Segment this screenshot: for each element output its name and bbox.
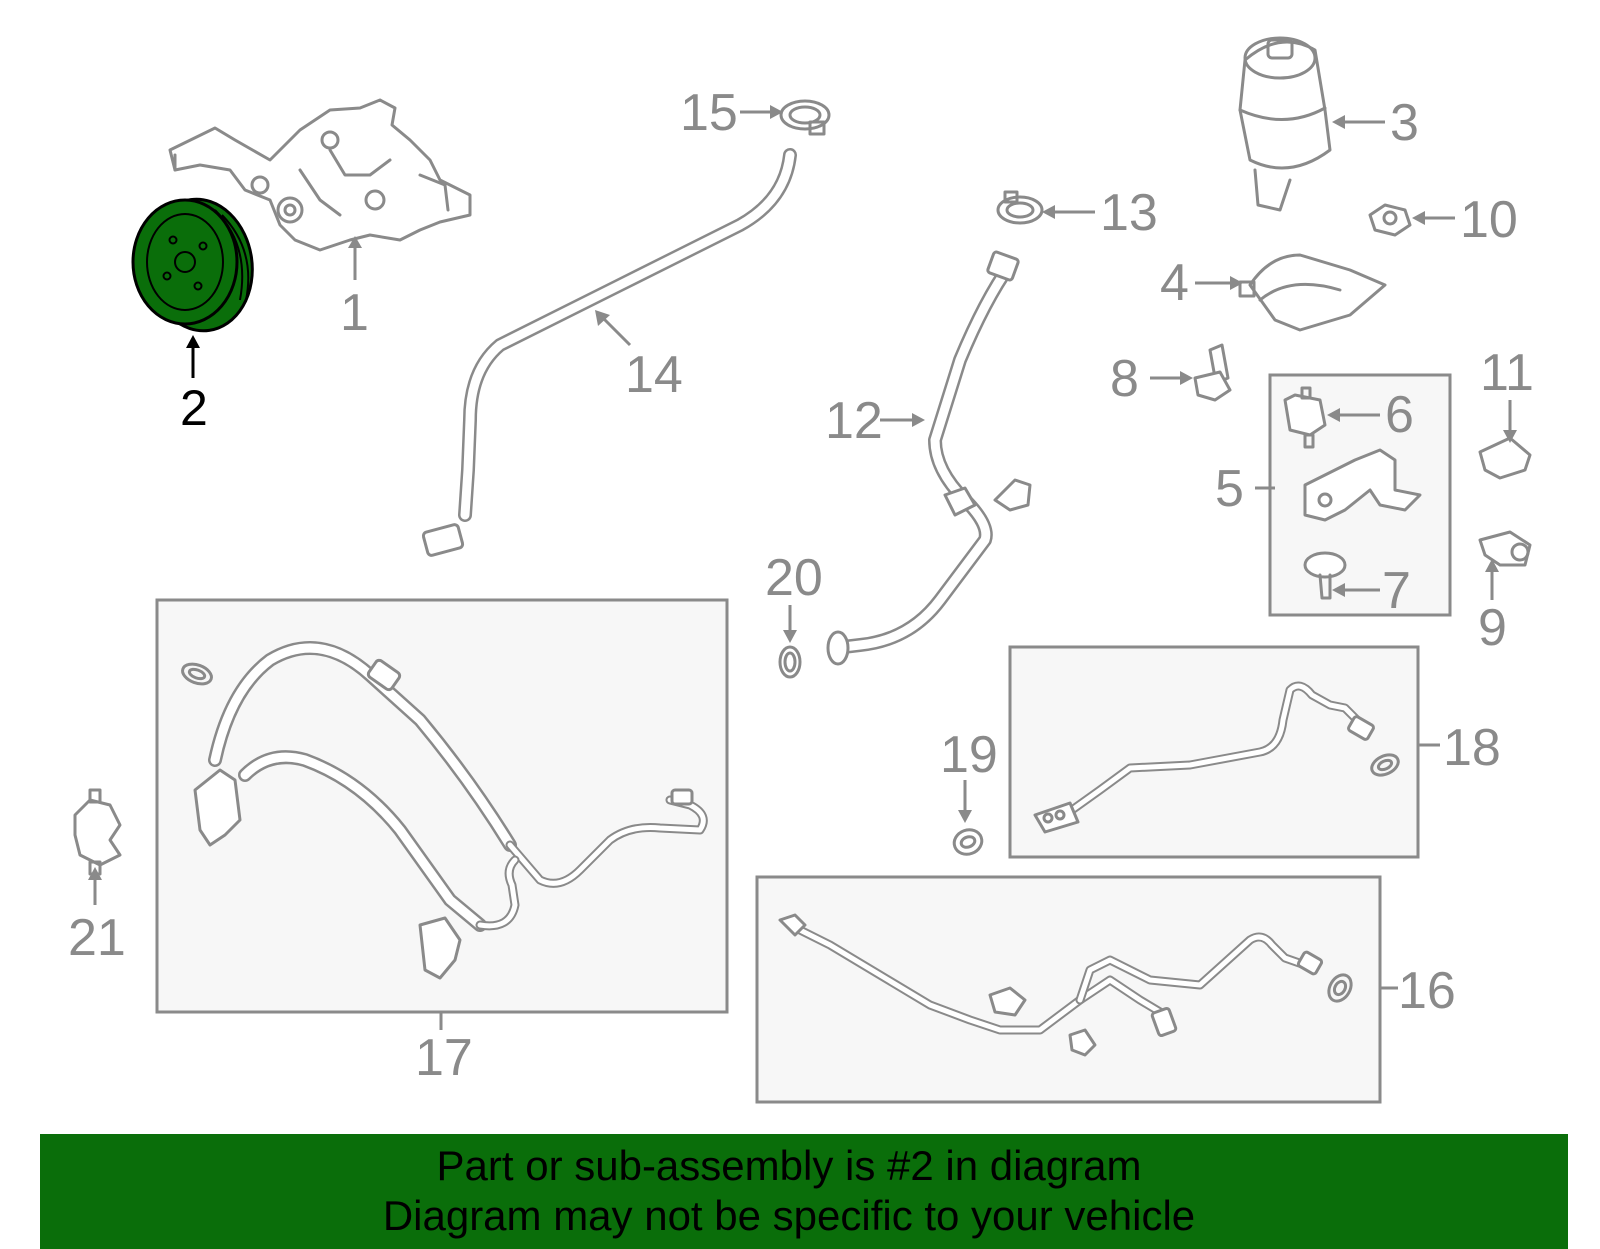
callout-12: 12 [825, 392, 883, 450]
part-2-pulley[interactable] [131, 192, 261, 337]
part-8-bolt[interactable] [1193, 343, 1232, 402]
part-17-hose-assembly[interactable] [180, 641, 708, 980]
arrowhead-9 [1485, 559, 1499, 572]
arrowhead-15 [770, 105, 783, 119]
part-15-clamp[interactable] [779, 99, 831, 136]
arrowhead-14 [595, 310, 610, 326]
part-11-clip[interactable] [1478, 436, 1532, 480]
arrowhead-13 [1042, 205, 1055, 219]
part-7-isolator[interactable] [1303, 551, 1347, 600]
callout-6: 6 [1385, 386, 1414, 444]
arrowhead-1 [348, 236, 362, 248]
part-14-hose[interactable] [421, 148, 797, 557]
callout-10: 10 [1460, 191, 1518, 249]
part-16-tube-assembly[interactable] [778, 913, 1356, 1057]
callout-4: 4 [1160, 254, 1189, 312]
part-6-insulator[interactable] [1283, 386, 1327, 449]
callout-20: 20 [765, 549, 823, 607]
leader-14 [598, 313, 632, 347]
callout-19: 19 [940, 726, 998, 784]
part-19-oring[interactable] [951, 826, 986, 858]
callout-18: 18 [1443, 719, 1501, 777]
part-9-fitting[interactable] [1478, 530, 1532, 567]
callout-3: 3 [1390, 94, 1419, 152]
banner-line-1: Part or sub-assembly is #2 in diagram [436, 1142, 1142, 1189]
arrowhead-19 [958, 810, 972, 823]
part-16-box [755, 875, 1382, 1104]
callout-2: 2 [180, 380, 208, 436]
callout-9: 9 [1478, 599, 1507, 657]
part-13-clamp[interactable] [996, 190, 1044, 225]
callout-11: 11 [1480, 344, 1534, 402]
arrowhead-2 [186, 335, 200, 348]
arrowhead-6 [1327, 408, 1340, 422]
callout-5: 5 [1215, 460, 1244, 518]
arrowhead-3 [1332, 115, 1345, 129]
callout-21: 21 [68, 909, 126, 967]
callout-14: 14 [625, 346, 683, 404]
callout-16: 16 [1398, 962, 1456, 1020]
banner-line-2: Diagram may not be specific to your vehi… [382, 1192, 1196, 1239]
arrowhead-12 [912, 413, 925, 427]
arrowhead-21 [88, 867, 102, 880]
arrowhead-4 [1230, 276, 1243, 290]
part-10-nut[interactable] [1368, 203, 1412, 237]
part-3-reservoir[interactable] [1238, 36, 1332, 212]
part-12-hose[interactable] [826, 250, 1032, 666]
info-banner: Part or sub-assembly is #2 in diagram Di… [40, 1134, 1568, 1249]
callout-7: 7 [1382, 562, 1411, 620]
part-18-tube[interactable] [1033, 681, 1401, 834]
part-20-oring[interactable] [778, 645, 802, 679]
callout-17: 17 [415, 1029, 473, 1087]
callout-13: 13 [1100, 184, 1158, 242]
callout-15: 15 [680, 84, 738, 142]
arrowhead-20 [783, 630, 797, 643]
part-21-insulator[interactable] [73, 788, 122, 876]
callout-1: 1 [340, 284, 369, 342]
arrowhead-8 [1180, 371, 1193, 385]
part-4-bracket[interactable] [1238, 253, 1387, 332]
arrowhead-10 [1412, 211, 1425, 225]
part-1-pump[interactable] [168, 98, 472, 252]
callout-8: 8 [1110, 350, 1139, 408]
part-5-bracket[interactable] [1303, 448, 1422, 522]
arrowhead-11 [1503, 430, 1517, 443]
arrowhead-7 [1332, 583, 1345, 597]
